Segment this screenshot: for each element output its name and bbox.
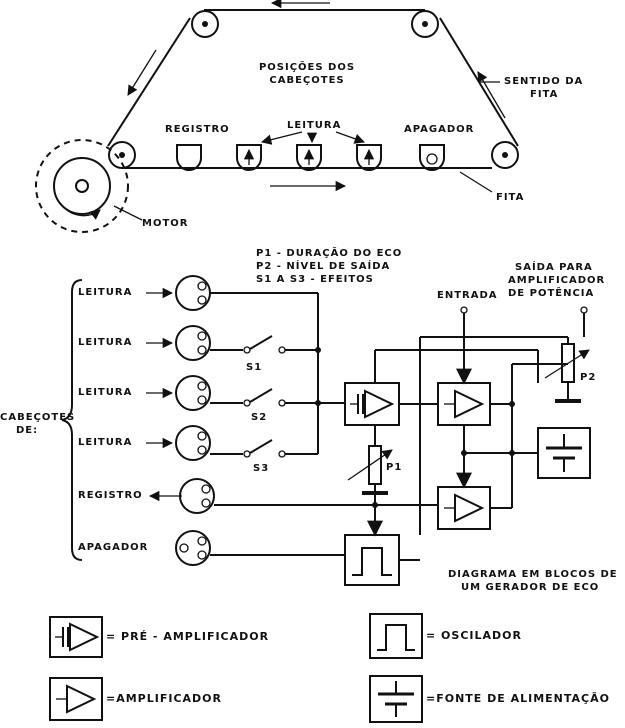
switch-s2-label: S2 (251, 412, 268, 423)
head-leitura-3 (356, 144, 382, 171)
legend-s: S1 A S3 - EFEITOS (256, 274, 374, 285)
pot-p1-label: P1 (386, 462, 403, 473)
key-preamp-label: = PRÉ - AMPLIFICADOR (106, 630, 270, 643)
head-positions-title-2: CABEÇOTES (269, 75, 345, 86)
head-group-label-1: CABEÇOTES (0, 412, 76, 423)
circuit (61, 275, 591, 586)
tape-direction-label-2: FITA (530, 89, 559, 100)
head-apagador-label: APAGADOR (404, 124, 475, 135)
tape-label: FITA (496, 192, 525, 203)
switch-s1 (243, 335, 286, 354)
circuit-head-apagador (175, 530, 211, 566)
head-registro (176, 144, 202, 171)
output-label-3: DE POTÊNCIA (508, 288, 595, 299)
head-group-brace (61, 279, 83, 561)
pot-p2-label: P2 (580, 372, 597, 383)
switch-s3 (243, 439, 286, 458)
row-label-5: REGISTRO (78, 490, 143, 501)
row-label-3: LEITURA (78, 387, 133, 398)
key-amplifier-symbol (49, 677, 103, 721)
key-power-label: =FONTE DE ALIMENTAÇÃO (426, 692, 610, 705)
output-label-1: SAÍDA PARA (515, 262, 593, 273)
head-leitura-label: LEITURA (287, 120, 342, 131)
pulley-top-right (411, 10, 439, 38)
pulley-left (108, 141, 136, 169)
legend-p2: P2 - NÍVEL DE SAÍDA (256, 261, 391, 272)
switch-s3-label: S3 (253, 463, 270, 474)
power-supply-block (537, 427, 591, 479)
pulley-right (491, 141, 519, 169)
circuit-head-registro (179, 478, 215, 514)
potentiometer-p2 (544, 306, 590, 403)
key-oscillator-symbol (369, 613, 423, 659)
tape-left (107, 17, 191, 147)
preamp-block (344, 382, 400, 426)
tape-direction-label-1: SENTIDO DA (504, 76, 584, 87)
key-preamp-symbol (49, 616, 103, 658)
diagram-caption-2: UM GERADOR DE ECO (461, 582, 600, 593)
motor-drive (35, 139, 143, 233)
circuit-head-2 (175, 325, 211, 361)
potentiometer-p1 (347, 445, 393, 495)
head-leitura-1 (236, 144, 262, 171)
diagram-caption-1: DIAGRAMA EM BLOCOS DE (448, 569, 618, 580)
output-label-2: AMPLIFICADOR (508, 275, 606, 286)
switch-s1-label: S1 (246, 362, 263, 373)
tape-arrow-right (477, 71, 506, 119)
row-label-6: APAGADOR (78, 542, 149, 553)
circuit-head-4 (175, 425, 211, 461)
tape-transport (35, 0, 519, 233)
switch-s2 (243, 388, 286, 407)
key-power-symbol (369, 675, 423, 723)
pulley-top-left (191, 10, 219, 38)
head-positions-title-1: POSIÇÕES DOS (258, 62, 356, 73)
tape-arrow-left (127, 49, 157, 96)
symbol-key (49, 613, 423, 723)
input-label: ENTRADA (437, 290, 498, 301)
motor-label: MOTOR (142, 218, 189, 229)
circuit-head-1 (175, 275, 211, 311)
row-label-1: LEITURA (78, 287, 133, 298)
amplifier-block-1 (437, 382, 491, 426)
key-oscillator-label: = OSCILADOR (426, 629, 522, 642)
row-label-4: LEITURA (78, 437, 133, 448)
amplifier-block-2 (437, 486, 491, 530)
row-label-2: LEITURA (78, 337, 133, 348)
head-registro-label: REGISTRO (165, 124, 230, 135)
oscillator-block (344, 534, 400, 586)
legend-p1: P1 - DURAÇÃO DO ECO (256, 248, 403, 259)
key-amplifier-label: =AMPLIFICADOR (106, 692, 222, 705)
head-leitura-2 (296, 144, 322, 171)
fita-leader (459, 171, 493, 193)
circuit-head-3 (175, 375, 211, 411)
head-apagador (419, 144, 445, 171)
head-group-label-2: DE: (16, 425, 39, 436)
